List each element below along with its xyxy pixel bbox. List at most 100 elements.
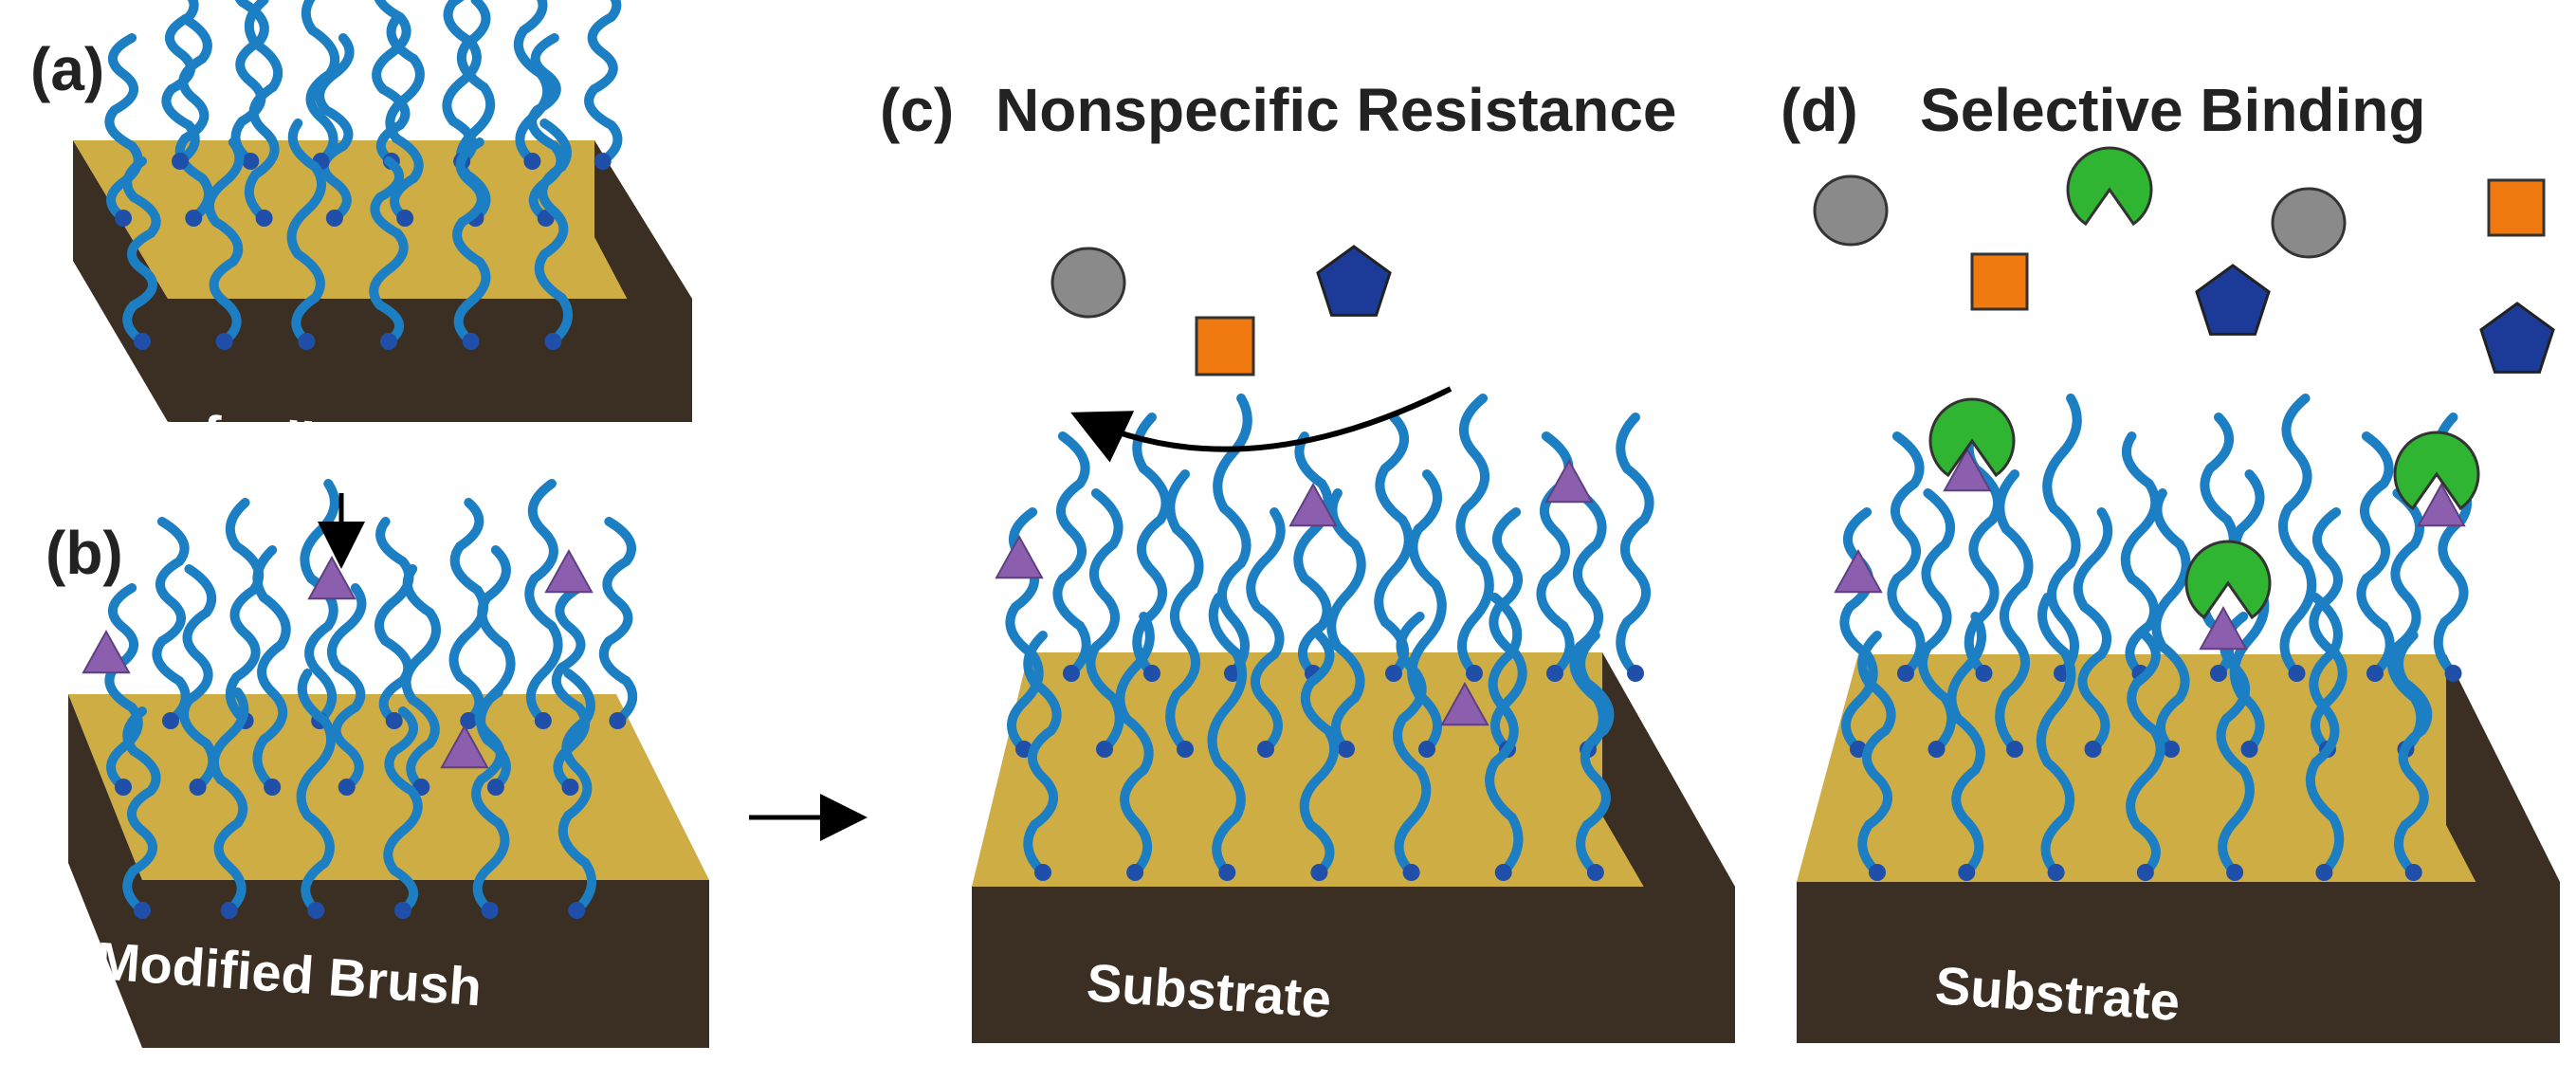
anchor-dot — [185, 210, 203, 227]
anchor-dot — [1927, 741, 1946, 758]
anchor-dot — [394, 902, 411, 919]
substrate-front-d — [1797, 882, 2560, 1043]
anchor-dot — [594, 153, 612, 170]
triangle-ligand-icon — [2199, 605, 2248, 651]
anchor-dot — [2226, 864, 2244, 881]
anchor-dot — [2084, 741, 2102, 758]
triangle-ligand-icon — [82, 629, 131, 674]
anchor-dot — [255, 210, 273, 227]
triangle-ligand-icon — [2417, 482, 2466, 527]
anchor-dot — [1063, 665, 1080, 682]
brush-chain — [104, 33, 143, 223]
brush-chain — [369, 156, 409, 346]
anchor-dot — [298, 333, 316, 350]
brush-chain — [174, 14, 214, 223]
brush-chain — [1293, 431, 1333, 678]
triangle-ligand-icon — [995, 534, 1044, 579]
blue-pentagon-icon — [2479, 302, 2555, 374]
brush-chain — [122, 156, 161, 346]
brush-chain — [1455, 394, 1494, 678]
panel-title-d: Selective Binding — [1920, 76, 2425, 144]
brush-chain — [1946, 612, 1986, 877]
anchor-dot — [380, 333, 397, 350]
brush-chain — [1839, 507, 1878, 754]
anchor-dot — [1546, 665, 1563, 682]
anchor-dot — [1338, 741, 1355, 758]
triangle-ligand-icon — [1943, 447, 1992, 492]
anchor-dot — [396, 210, 414, 227]
brush-chain — [1023, 631, 1062, 877]
panel-label-b: (b) — [46, 519, 123, 587]
gray-circle-icon — [1050, 247, 1126, 319]
brush-chain — [372, 0, 411, 166]
substrate-right-a — [594, 140, 692, 422]
anchor-dot — [1143, 665, 1160, 682]
gray-circle-icon — [2271, 187, 2347, 259]
anchor-dot — [2047, 864, 2065, 881]
anchor-dot — [264, 779, 282, 796]
anchor-dot — [2315, 864, 2333, 881]
anchor-dot — [460, 712, 478, 729]
brush-chain — [2126, 631, 2165, 877]
receptor-pacman-icon — [2393, 431, 2480, 511]
brush-chain — [286, 119, 327, 346]
substrate-top-d — [1797, 654, 2560, 882]
anchor-dot — [115, 210, 132, 227]
anchor-dot — [189, 779, 207, 796]
anchor-dot — [2366, 665, 2384, 682]
anchor-dot — [2163, 741, 2180, 758]
anchor-dot — [1310, 864, 1328, 881]
brush-chains-b — [104, 479, 638, 919]
block-c — [972, 652, 1735, 1043]
brush-chain — [152, 517, 191, 725]
brush-chain — [1569, 488, 1608, 754]
receptor-pacman-icon — [2066, 146, 2153, 227]
anchor-dot — [1034, 864, 1051, 881]
brush-chain — [2386, 488, 2426, 754]
brush-chain — [448, 498, 489, 725]
substrate-front-a — [73, 140, 168, 422]
brush-chain — [225, 498, 265, 725]
brush-chain — [598, 517, 638, 725]
ligands — [82, 447, 2466, 769]
panel-title-c: Nonspecific Resistance — [996, 76, 1677, 144]
brush-chain — [442, 0, 482, 166]
brush-chain — [557, 669, 597, 915]
brush-chain — [1485, 593, 1524, 877]
anchor-dot — [2404, 864, 2422, 881]
anchor-dot — [568, 902, 586, 919]
brush-chain — [1207, 593, 1247, 877]
anchor-dot — [544, 333, 562, 350]
orange-square-icon — [1195, 316, 1255, 376]
brush-chain — [1576, 631, 1615, 877]
anchor-dot — [2444, 665, 2462, 682]
triangle-ligand-icon — [1834, 548, 1883, 594]
brush-chain — [252, 545, 291, 792]
anchor-dot — [1218, 864, 1236, 881]
anchor-dot — [462, 333, 480, 350]
anchor-dot — [1586, 864, 1604, 881]
brush-chain — [296, 669, 337, 915]
anchor-dot — [1958, 864, 1976, 881]
brush-chain — [301, 0, 340, 166]
brush-chain — [1857, 631, 1896, 877]
triangle-ligand-icon — [1288, 482, 1338, 527]
curved-arrow-icon — [1070, 386, 1452, 463]
anchor-dot — [486, 779, 504, 796]
brush-chain — [2277, 394, 2317, 678]
anchor-dot — [242, 153, 260, 170]
anchor-dot — [1975, 665, 1993, 682]
brush-chain — [471, 688, 510, 915]
brush-chain — [1132, 413, 1171, 678]
brush-chain — [385, 14, 425, 223]
brush-chain — [315, 33, 355, 223]
substrate-side-b — [142, 880, 709, 1048]
brush-chain — [513, 0, 553, 166]
brush-chain — [1115, 612, 1155, 877]
brush-chain — [1246, 507, 1286, 754]
brush-chain — [1393, 612, 1432, 877]
brush-chain — [2393, 631, 2433, 877]
brush-chain — [2042, 394, 2082, 678]
anchor-dot — [561, 779, 579, 796]
